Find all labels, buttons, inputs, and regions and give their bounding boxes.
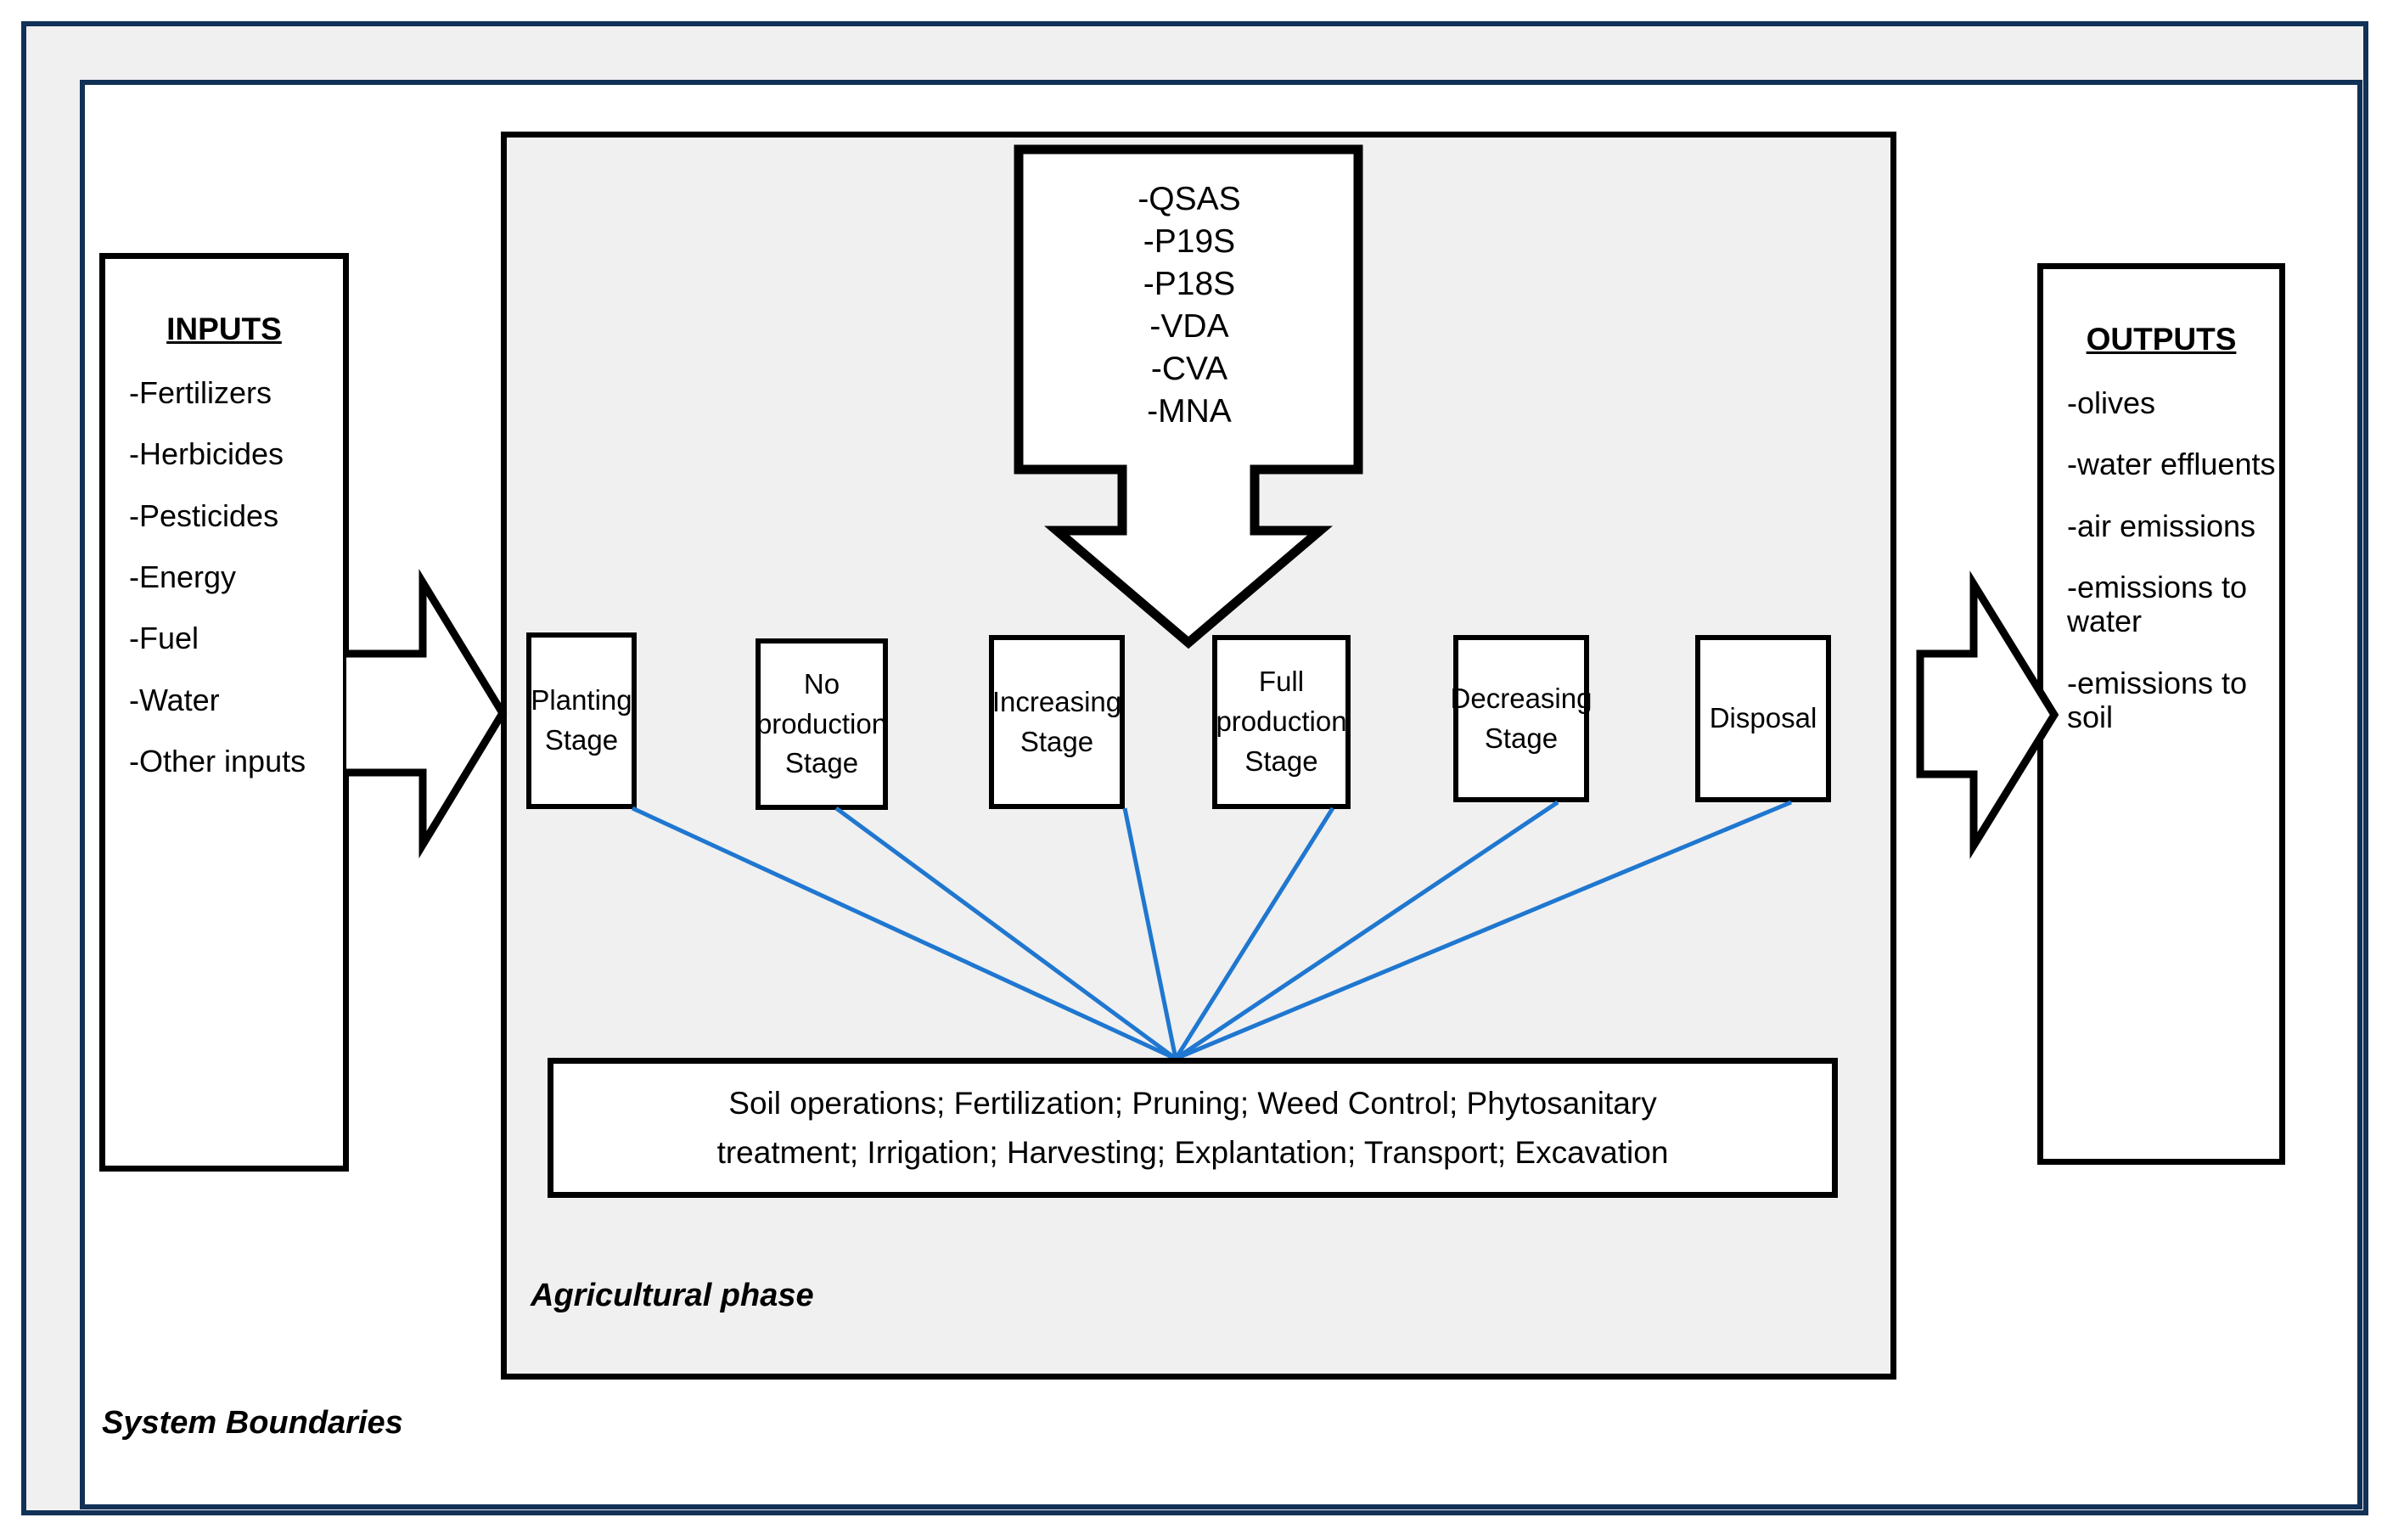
stage-box-disposal: Disposal — [1695, 635, 1831, 802]
stage-box-full-production: Full production Stage — [1212, 635, 1351, 809]
stage-box-increasing: Increasing Stage — [989, 635, 1125, 809]
inputs-list: -Fertilizers -Herbicides -Pesticides -En… — [105, 375, 343, 778]
inputs-item: -Other inputs — [129, 743, 306, 778]
stage-box-no-production: No production Stage — [756, 638, 888, 810]
inputs-item: -Water — [129, 682, 220, 717]
outputs-list: -olives -water effluents -air emissions … — [2043, 385, 2279, 734]
stage-box-planting: Planting Stage — [526, 632, 637, 809]
inputs-title: INPUTS — [166, 312, 282, 346]
outputs-item: -water effluents — [2067, 447, 2276, 482]
operations-line: Soil operations; Fertilization; Pruning;… — [728, 1086, 1657, 1121]
outputs-item: -air emissions — [2067, 508, 2256, 543]
inputs-item: -Fertilizers — [129, 375, 272, 410]
system-boundaries-label: System Boundaries — [102, 1405, 403, 1441]
outputs-title: OUTPUTS — [2086, 322, 2237, 357]
agricultural-phase-label: Agricultural phase — [531, 1278, 814, 1313]
outputs-box: OUTPUTS -olives -water effluents -air em… — [2037, 263, 2285, 1165]
inputs-item: -Pesticides — [129, 497, 279, 533]
agricultural-operations-box: Soil operations; Fertilization; Pruning;… — [548, 1058, 1838, 1198]
inputs-item: -Energy — [129, 559, 237, 594]
stage-box-decreasing: Decreasing Stage — [1451, 635, 1592, 802]
inputs-item: -Herbicides — [129, 436, 284, 472]
outputs-item: -olives — [2067, 385, 2156, 420]
operations-line: treatment; Irrigation; Harvesting; Expla… — [716, 1134, 1669, 1170]
inputs-box: INPUTS -Fertilizers -Herbicides -Pestici… — [99, 253, 349, 1172]
inputs-item: -Fuel — [129, 621, 199, 656]
outputs-item: -emissions to water — [2067, 569, 2248, 639]
outputs-item: -emissions to soil — [2067, 665, 2248, 734]
